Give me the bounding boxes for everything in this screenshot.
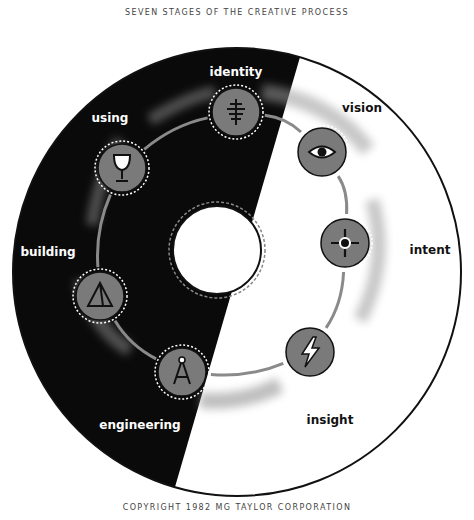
stage-node: vision <box>294 124 350 180</box>
stage-node: identity <box>208 84 264 140</box>
ring-connector <box>265 115 301 132</box>
stage-icon <box>154 344 210 400</box>
stage-node: intent <box>317 215 373 271</box>
center-ring <box>169 202 265 298</box>
copyright-caption: COPYRIGHT 1982 MG TAYLOR CORPORATION <box>0 503 474 512</box>
stage-icon <box>94 140 150 196</box>
stage-label: insight <box>307 413 354 427</box>
stage-icon <box>282 324 338 380</box>
stage-label: identity <box>210 65 263 79</box>
stage-node: insight <box>282 324 338 380</box>
diagram-title: SEVEN STAGES OF THE CREATIVE PROCESS <box>0 8 474 17</box>
stage-label: vision <box>342 101 382 115</box>
center-circle <box>173 206 261 294</box>
ring-connector <box>97 195 110 268</box>
ring-connector <box>338 176 347 214</box>
wheel-outline <box>13 48 461 496</box>
ring-connector <box>144 118 207 149</box>
dark-half <box>0 0 317 520</box>
stage-icon <box>294 124 350 180</box>
ring-connector <box>115 321 156 359</box>
ring-connector <box>326 272 344 328</box>
stage-icon <box>317 215 373 271</box>
stage-label: building <box>20 245 75 259</box>
stage-label: engineering <box>99 418 180 432</box>
stage-label: using <box>92 111 129 125</box>
stage-label: intent <box>410 243 451 257</box>
stage-icon <box>72 268 128 324</box>
ring-connector <box>211 363 283 375</box>
stage-node: using <box>94 140 150 196</box>
stage-node: engineering <box>154 344 210 400</box>
stage-node: building <box>72 268 128 324</box>
stage-icon <box>208 84 264 140</box>
